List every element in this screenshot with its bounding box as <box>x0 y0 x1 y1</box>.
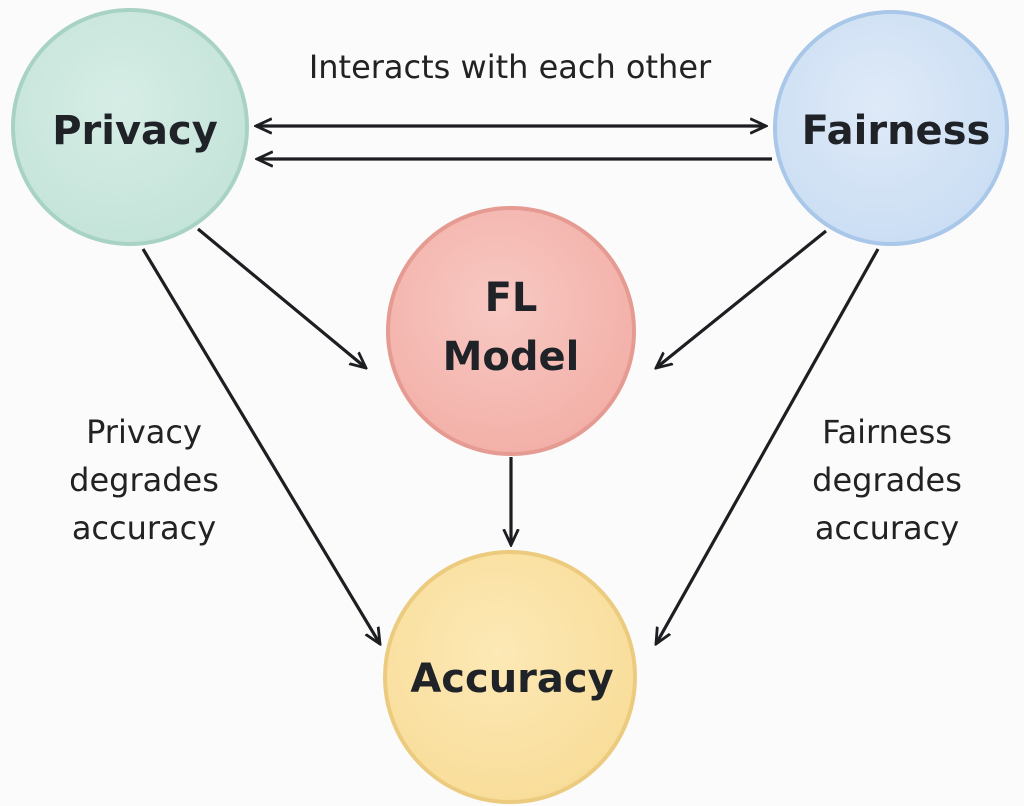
fairness-label: Fairness <box>802 108 991 154</box>
interacts-with-each-other-label: Interacts with each other <box>309 48 712 86</box>
accuracy-circle <box>383 550 637 804</box>
fl-model-label-line2: Model <box>443 334 580 380</box>
fairness-to-fl-model-arrow <box>656 229 828 368</box>
privacy-node: Privacy <box>11 8 249 246</box>
privacy-label: Privacy <box>52 108 218 154</box>
fairness-degrades-accuracy-line2: degrades <box>812 461 962 499</box>
privacy-degrades-accuracy-line3: accuracy <box>72 509 216 547</box>
fairness-node: Fairness <box>773 10 1009 246</box>
fl-model-node: FL Model <box>386 206 636 456</box>
fairness-to-accuracy-arrow <box>656 248 880 644</box>
accuracy-label: Accuracy <box>410 656 613 702</box>
privacy-degrades-accuracy-line1: Privacy <box>86 413 202 451</box>
fairness-degrades-accuracy-line1: Fairness <box>822 413 952 451</box>
fl-model-label-line1: FL <box>485 275 538 321</box>
privacy-degrades-accuracy-line2: degrades <box>69 461 219 499</box>
privacy-to-fl-model-arrow <box>196 227 366 368</box>
privacy-to-accuracy-arrow <box>141 248 380 644</box>
fairness-circle <box>773 10 1009 246</box>
privacy-degrades-accuracy-label: Privacy degrades accuracy <box>69 413 219 547</box>
fairness-degrades-accuracy-line3: accuracy <box>815 509 959 547</box>
fairness-degrades-accuracy-label: Fairness degrades accuracy <box>812 413 962 547</box>
accuracy-node: Accuracy <box>383 550 637 804</box>
fl-model-circle <box>386 206 636 456</box>
privacy-circle <box>11 8 249 246</box>
